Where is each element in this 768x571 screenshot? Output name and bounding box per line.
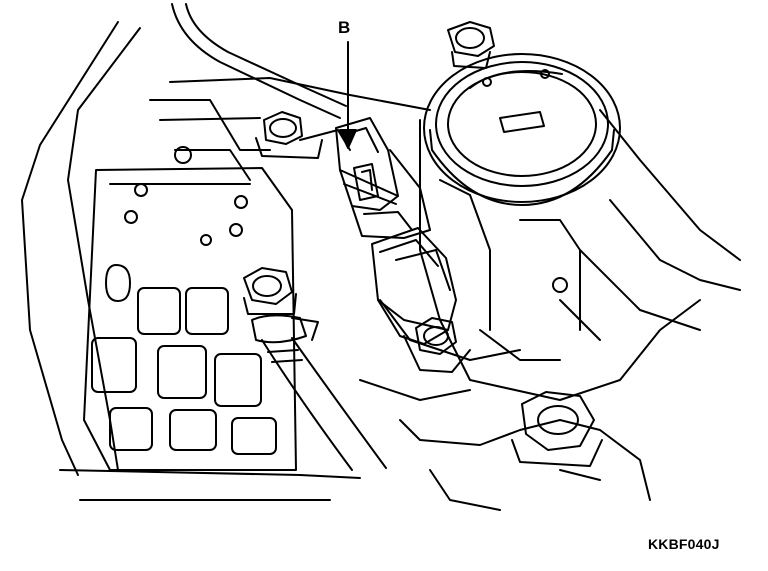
- callout-label-b: B: [338, 18, 351, 37]
- transmission-case: [21, 21, 741, 511]
- bolt-lower-right: [511, 391, 603, 467]
- wire-harness: [171, 3, 347, 119]
- pulley-cover: [423, 53, 621, 206]
- bolt-top: [447, 21, 495, 69]
- hose-assembly: [243, 267, 387, 471]
- figure-code: KKBF040J: [648, 536, 720, 552]
- callout-leader-b: [339, 41, 357, 149]
- sensor-body: [371, 227, 471, 373]
